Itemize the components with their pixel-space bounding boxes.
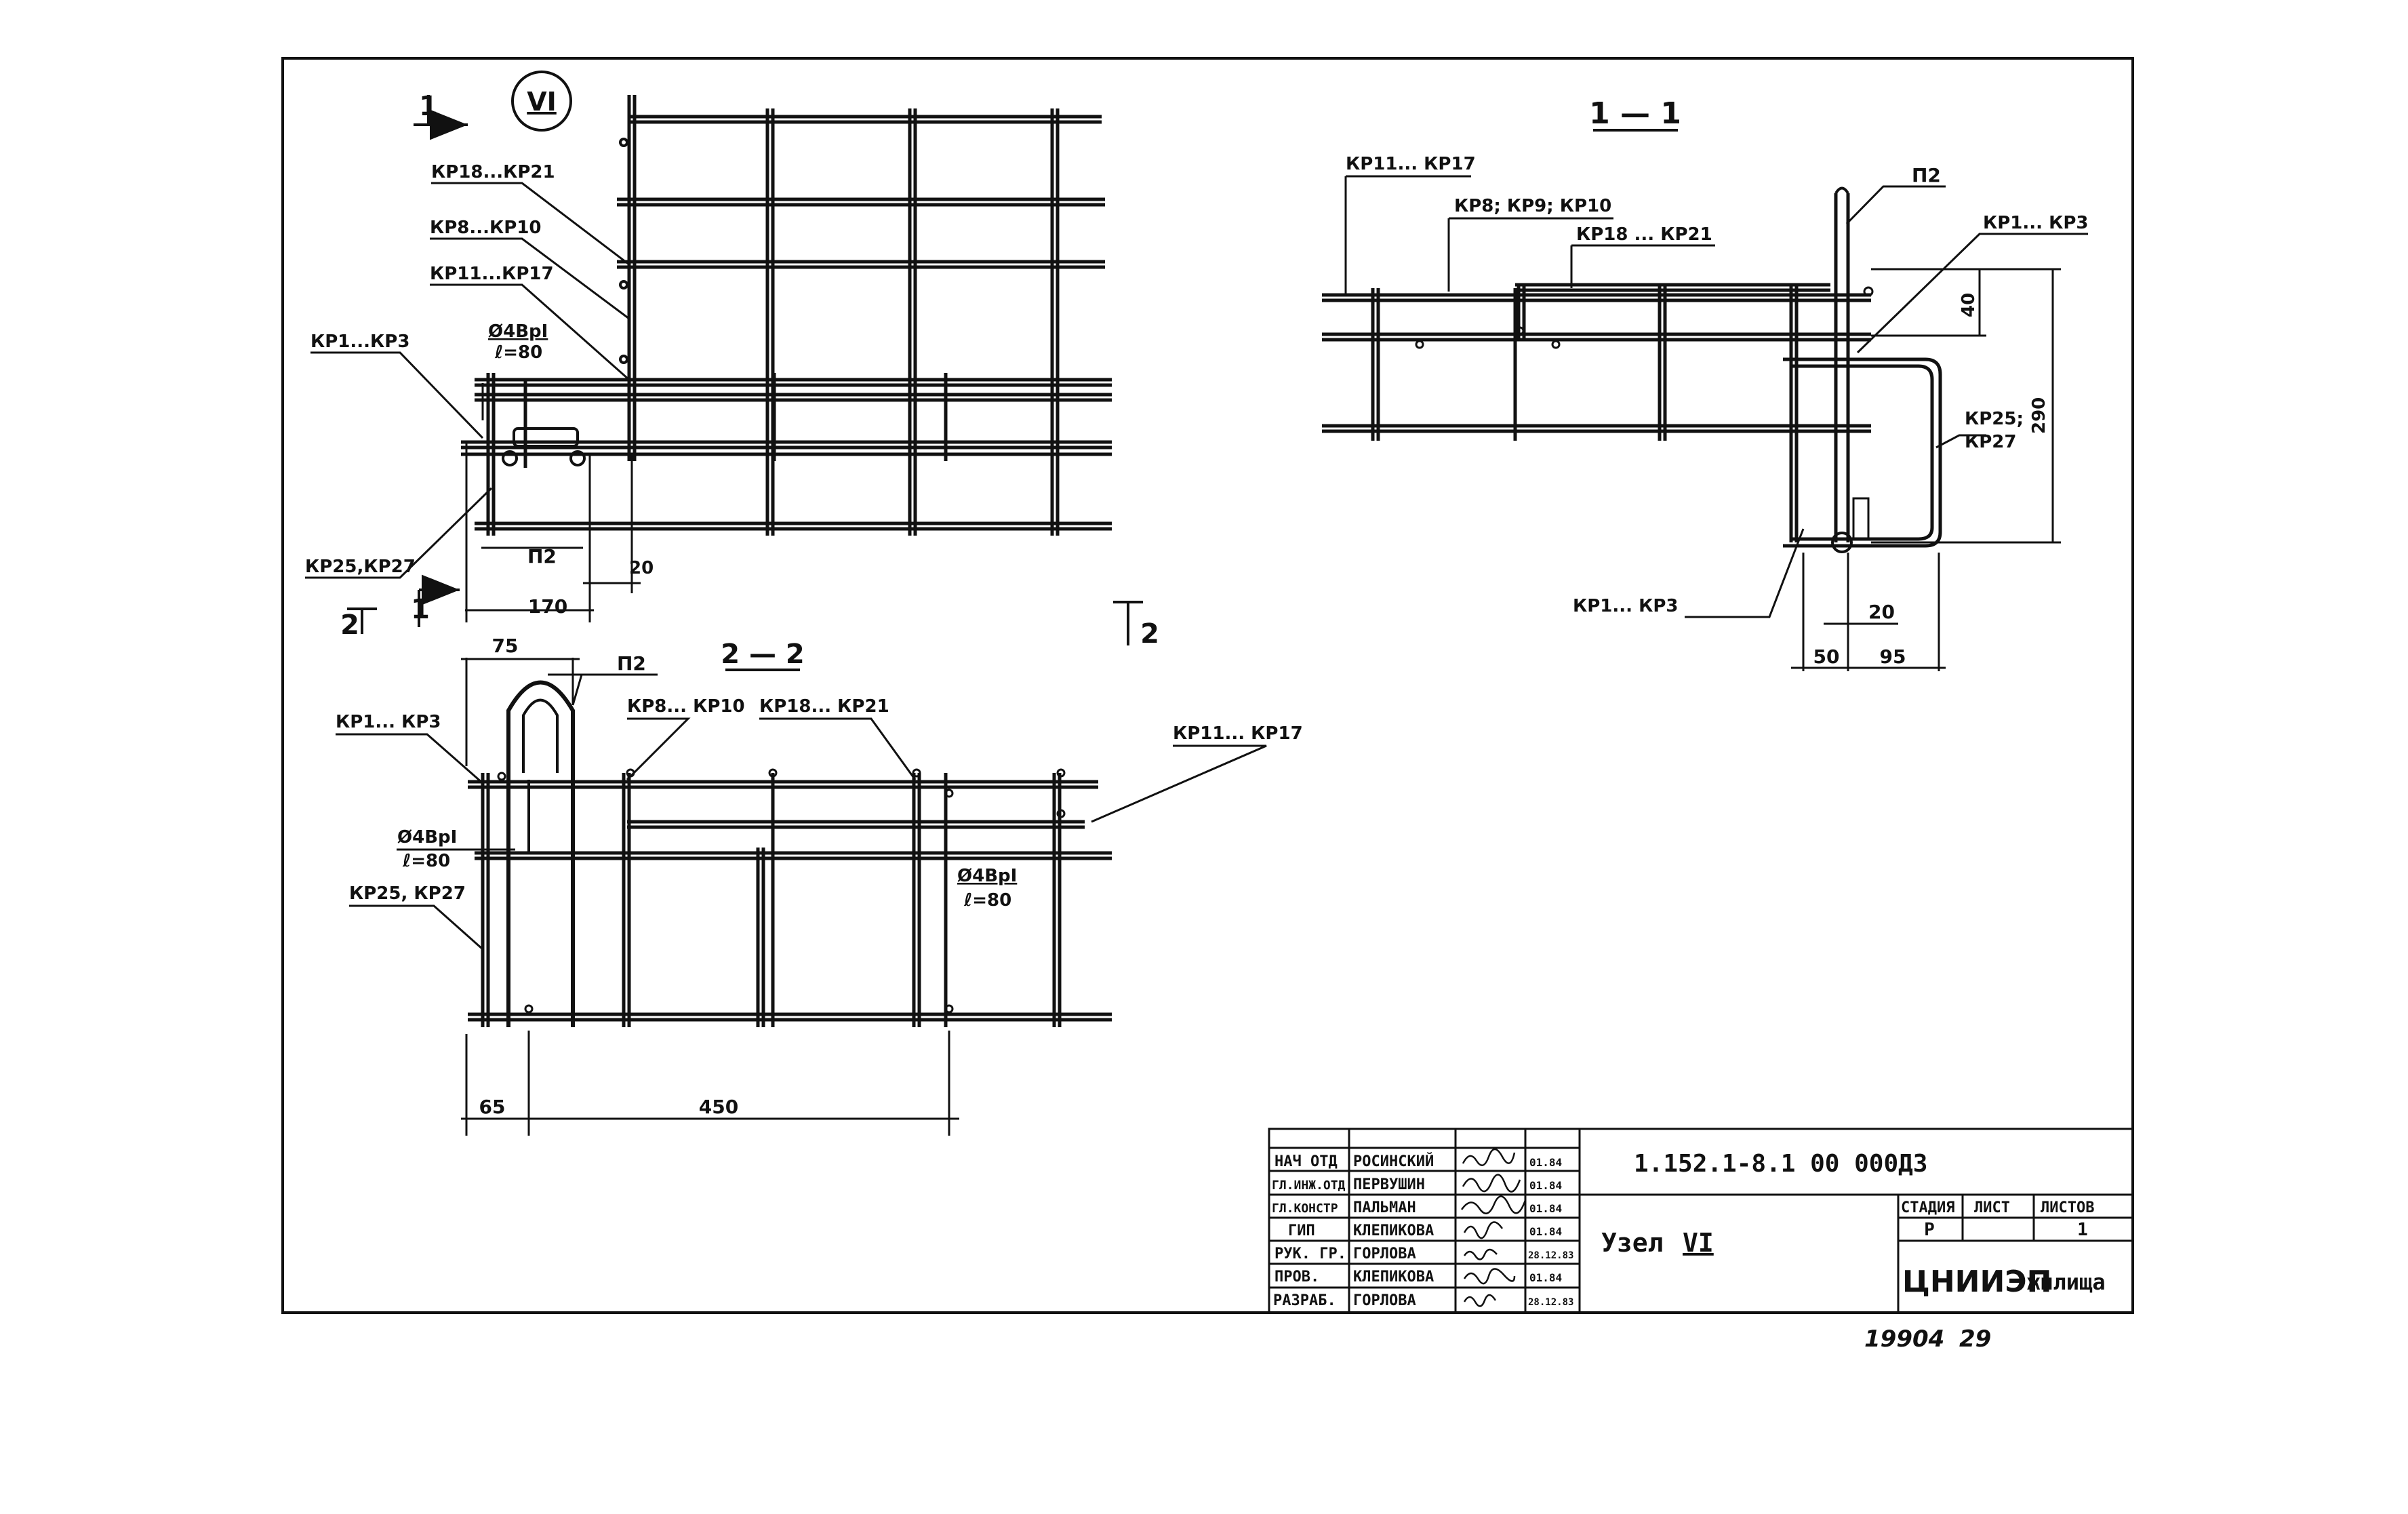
row-name: РОСИНСКИЙ xyxy=(1353,1153,1434,1170)
s22-label-kr11-17: КР11... КР17 xyxy=(1173,723,1303,744)
row-role: ГЛ.КОНСТР xyxy=(1272,1201,1338,1216)
section-1-1-title: 1 — 1 xyxy=(1589,96,1681,131)
org-name: ЦНИИЭП xyxy=(1902,1264,2051,1299)
sheets-value: 1 xyxy=(2077,1220,2088,1240)
row-date: 01.84 xyxy=(1529,1156,1562,1169)
s22-dim-75: 75 xyxy=(492,635,519,657)
s11-dim-95: 95 xyxy=(1880,645,1906,668)
signatures xyxy=(1460,1148,1527,1307)
sheet-frame xyxy=(281,57,2134,1314)
s11-dim-290: 290 xyxy=(2029,397,2049,434)
plan-label-p2: П2 xyxy=(527,545,557,567)
row-role: РАЗРАБ. xyxy=(1273,1292,1336,1309)
plan-dim-20: 20 xyxy=(629,558,654,578)
section-2-2-title: 2 — 2 xyxy=(721,639,805,670)
plan-label-kr18-21: КР18...КР21 xyxy=(431,162,555,182)
s11-label-kr25: КР25; xyxy=(1965,409,2024,429)
row-name: КЛЕПИКОВА xyxy=(1353,1269,1434,1286)
s11-label-kr27: КР27 xyxy=(1965,432,2017,452)
org-suffix: жилища xyxy=(2027,1269,2106,1295)
row-role: ПРОВ. xyxy=(1275,1269,1319,1286)
row-date: 01.84 xyxy=(1529,1202,1562,1215)
row-date: 01.84 xyxy=(1529,1271,1562,1284)
s22-label-rod-l-left: ℓ=80 xyxy=(402,851,450,871)
row-name: ПЕРВУШИН xyxy=(1353,1176,1425,1193)
view-mark-circle xyxy=(511,71,572,132)
s11-label-p2: П2 xyxy=(1912,164,1941,186)
plan-label-kr1-3: КР1...КР3 xyxy=(310,332,409,352)
approval-rows: НАЧ ОТД РОСИНСКИЙ 01.84 ГЛ.ИНЖ.ОТД ПЕРВУ… xyxy=(1272,1153,1573,1309)
row-date: 01.84 xyxy=(1529,1179,1562,1192)
row-name: ПАЛЬМАН xyxy=(1353,1199,1416,1216)
row-role: РУК. ГР. xyxy=(1275,1246,1346,1262)
plan-label-kr25-27: КР25,КР27 xyxy=(305,557,416,577)
s22-label-rod-d-right: Ø4ВрI xyxy=(957,866,1017,886)
s22-label-kr25-27: КР25, КР27 xyxy=(349,883,466,904)
node-title: Узел xyxy=(1601,1228,1664,1258)
s22-label-kr18-21: КР18... КР21 xyxy=(759,696,889,717)
plan-view: VI 1 1 2 2 КР18...КР21 КР8...КР10 КР11..… xyxy=(305,71,1159,650)
cut-2-bottom-label: 2 xyxy=(340,610,359,641)
s22-label-rod-l-right: ℓ=80 xyxy=(963,890,1011,911)
plan-label-rod-l: ℓ=80 xyxy=(494,342,542,363)
sheet-header: ЛИСТ xyxy=(1974,1199,2010,1216)
s22-dim-65: 65 xyxy=(479,1096,506,1118)
s22-label-kr1-3: КР1... КР3 xyxy=(336,712,441,732)
document-code: 1.152.1-8.1 00 000Д3 xyxy=(1634,1150,1927,1178)
view-mark: VI xyxy=(527,87,557,117)
row-name: ГОРЛОВА xyxy=(1353,1292,1416,1309)
stage-header: СТАДИЯ xyxy=(1901,1199,1954,1216)
cut-2-right-label: 2 xyxy=(1140,618,1159,650)
row-name: ГОРЛОВА xyxy=(1353,1246,1416,1262)
sheets-header: ЛИСТОВ xyxy=(2041,1199,2094,1216)
s22-dim-450: 450 xyxy=(699,1096,738,1118)
row-date: 01.84 xyxy=(1529,1225,1562,1238)
plan-label-kr11-17: КР11...КР17 xyxy=(430,264,554,284)
row-role: ГЛ.ИНЖ.ОТД xyxy=(1272,1178,1346,1193)
s11-dim-40: 40 xyxy=(1959,293,1979,317)
cut-1-bottom-label: 1 xyxy=(411,594,430,625)
node-mark: VI xyxy=(1683,1228,1714,1258)
plan-dim-170: 170 xyxy=(528,595,567,618)
section-2-2: 2 — 2 xyxy=(336,635,1303,1136)
section-1-1: 1 — 1 xyxy=(1322,96,2088,671)
s22-label-p2: П2 xyxy=(617,652,646,675)
title-block: НАЧ ОТД РОСИНСКИЙ 01.84 ГЛ.ИНЖ.ОТД ПЕРВУ… xyxy=(1268,1128,2134,1314)
s11-dim-20: 20 xyxy=(1868,601,1895,623)
plan-label-rod-d: Ø4ВрI xyxy=(488,321,548,342)
archive-sheet: 29 xyxy=(1959,1326,1991,1353)
s22-label-rod-d-left: Ø4ВрI xyxy=(397,827,457,848)
row-name: КЛЕПИКОВА xyxy=(1353,1222,1434,1239)
s11-label-kr8-9-10: КР8; КР9; КР10 xyxy=(1454,196,1611,216)
s11-label-kr1-3-bottom: КР1... КР3 xyxy=(1573,596,1678,616)
row-date: 28.12.83 xyxy=(1528,1297,1573,1308)
s11-dim-50: 50 xyxy=(1813,645,1840,668)
s11-label-kr1-3-top: КР1... КР3 xyxy=(1983,213,2088,233)
plan-label-kr8-10: КР8...КР10 xyxy=(430,218,542,238)
row-role: ГИП xyxy=(1288,1222,1315,1239)
row-role: НАЧ ОТД xyxy=(1275,1153,1338,1170)
s22-label-kr8-10: КР8... КР10 xyxy=(627,696,745,717)
s11-label-kr18-21: КР18 ... КР21 xyxy=(1576,224,1712,245)
stage-value: Р xyxy=(1924,1220,1935,1240)
cut-1-top-label: 1 xyxy=(419,91,438,122)
row-date: 28.12.83 xyxy=(1528,1250,1573,1261)
archive-number: 19904 xyxy=(1864,1326,1944,1353)
s11-label-kr11-17: КР11... КР17 xyxy=(1346,154,1476,174)
